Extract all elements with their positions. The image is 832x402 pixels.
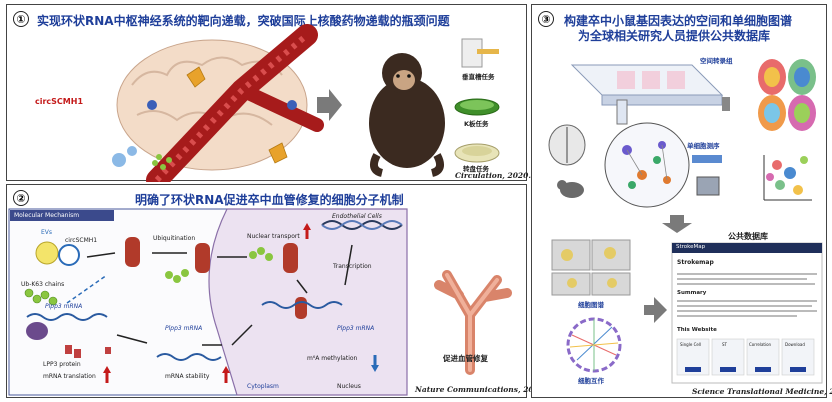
site-heading: Strokemap (677, 259, 714, 266)
panel-number-1: ① (13, 11, 29, 27)
vascular-repair-label: 促进血管修复 (443, 354, 488, 363)
evs-label: EVs (41, 229, 53, 236)
panel-number-3: ③ (538, 11, 554, 27)
card-single-cell[interactable]: Single Cell (680, 342, 702, 347)
this-website-heading: This Website (677, 327, 717, 333)
citation-1: Circulation, 2020. (455, 171, 531, 180)
mechanism-header: Molecular Mechanism (10, 210, 114, 221)
panel-title-1: 实现环状RNA中枢神经系统的靶向递载，突破国际上核酸药物递载的瓶颈问题 (37, 14, 450, 28)
cytoplasm-label: Cytoplasm (247, 383, 279, 390)
transcription-label: Transcription (333, 263, 372, 270)
endothelial-label: Endothelial Cells (332, 213, 382, 220)
ubiquitination-label: Ubiquitination (153, 235, 196, 242)
site-name[interactable]: StrokeMap (676, 244, 706, 250)
card-download[interactable]: Download (785, 342, 805, 347)
stability-label: mRNA stability (165, 373, 210, 380)
atlas-label: 细胞图谱 (578, 301, 604, 309)
panel-science-translational-medicine: ③ 构建卒中小鼠基因表达的空间和单细胞图谱 为全球相关研究人员提供公共数据库 (531, 4, 832, 398)
single-cell-label: 单细胞测序 (687, 142, 720, 150)
citation-3: Science Translational Medicine, 2024. (692, 387, 832, 396)
card-st[interactable]: ST (722, 342, 727, 347)
m6a-label: m⁶A methylation (307, 355, 358, 362)
panel-title-3-line1: 构建卒中小鼠基因表达的空间和单细胞图谱 (564, 14, 793, 28)
circ-label: circSCMH1 (65, 237, 98, 244)
plpp3-mrna-translation: Plpp3 mRNA (45, 303, 83, 310)
task-k-board: K板任务 (464, 120, 489, 128)
panel1-illustration (112, 24, 500, 182)
task-turntable: 转盘任务 (463, 165, 489, 173)
ub-chains-label: Ub-K63 chains (21, 281, 65, 288)
panel-title-3-line2: 为全球相关研究人员提供公共数据库 (578, 29, 771, 43)
plpp3-mrna-cytoplasm: Plpp3 mRNA (165, 325, 203, 332)
nucleus-label: Nucleus (337, 383, 361, 390)
circscmh1-label: circSCMH1 (35, 97, 84, 106)
spatial-label: 空间转录组 (700, 57, 733, 65)
lpp3-label: LPP3 protein (43, 361, 81, 368)
panel2-illustration (8, 208, 512, 396)
panel3-illustration (548, 59, 823, 384)
citation-2: Nature Communications, 2023. (415, 385, 547, 394)
nuclear-transport-label: Nuclear transport (247, 233, 300, 240)
panel-title-2: 明确了环状RNA促进卒中血管修复的细胞分子机制 (135, 193, 404, 207)
summary-heading: Summary (677, 290, 707, 296)
plpp3-mrna-nucleus: Plpp3 mRNA (337, 325, 375, 332)
interaction-label: 细胞互作 (578, 377, 604, 385)
task-vertical-slot: 垂直槽任务 (462, 73, 495, 81)
database-label: 公共数据库 (728, 232, 768, 241)
panel-circulation: ① 实现环状RNA中枢神经系统的靶向递载，突破国际上核酸药物递载的瓶颈问题 (6, 4, 531, 182)
panel-number-2: ② (13, 190, 29, 206)
translation-label: mRNA translation (43, 373, 96, 380)
card-correlation[interactable]: Correlation (749, 342, 772, 347)
panel-nature-communications: ② 明确了环状RNA促进卒中血管修复的细胞分子机制 (6, 184, 547, 398)
